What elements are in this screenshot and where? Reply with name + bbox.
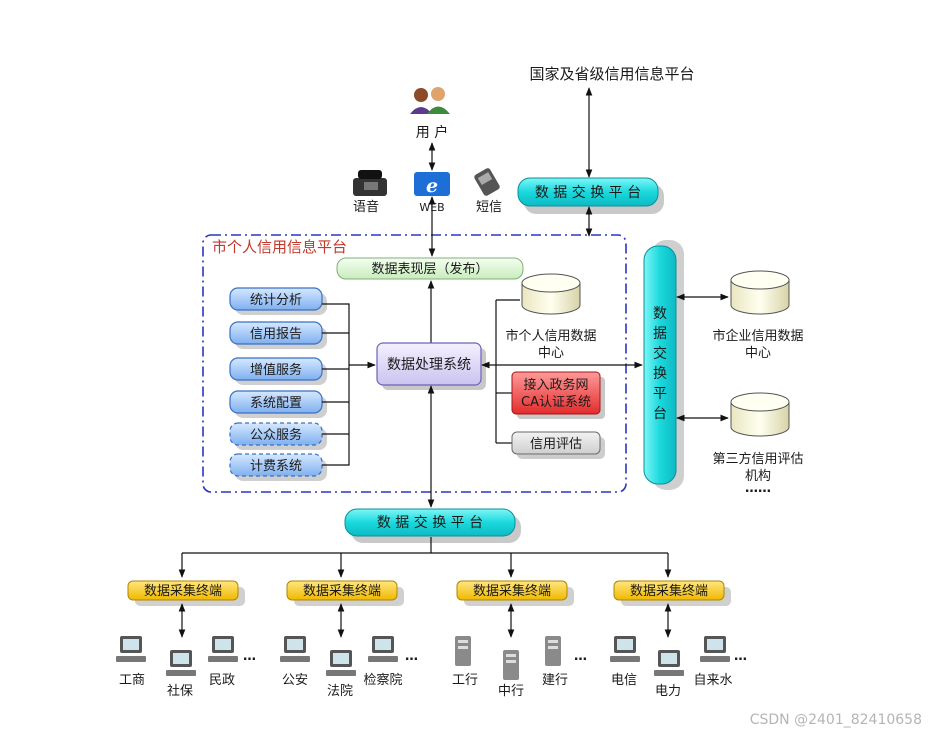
computer-icon-jianchayuan [368,636,398,662]
more-group-1: … [243,649,256,664]
national-platform-label: 国家及省级信用信息平台 [529,65,694,83]
credit-evaluation-label: 信用评估 [530,437,582,452]
computer-icon-shebao [166,650,196,676]
personal-credit-db-icon [521,273,581,315]
terminal-3: 数据采集终端 [456,580,574,606]
computer-icon-gongan [280,636,310,662]
credit-evaluation [511,431,601,455]
computer-icon-dianxin [610,636,640,662]
source-label: 自来水 [693,673,732,688]
module-statistics-label: 统计分析 [250,293,302,308]
third-party-db-icon [730,392,790,437]
enterprise-credit-db-icon [730,270,790,315]
left-modules: 统计分析 信用报告 增值服务 系统配置 公众服务 计费系统 [229,287,327,481]
terminal-2-label: 数据采集终端 [303,583,381,599]
svg-text:e: e [426,175,438,197]
computer-icon-minzheng [208,636,238,662]
exchange-vertical-char-1: 数 [653,306,667,322]
source-label: 社保 [167,683,193,699]
terminal-4-label: 数据采集终端 [630,583,708,599]
source-label: 法院 [327,684,353,699]
computer-icons [116,636,730,680]
watermark: CSDN @2401_82410658 [750,712,922,728]
module-public-service-label: 公众服务 [250,427,302,443]
city-platform-boundary [202,234,627,493]
telephone-icon [353,170,387,196]
voice-label: 语音 [353,199,379,215]
terminal-1: 数据采集终端 [127,580,245,606]
terminal-3-label: 数据采集终端 [473,583,551,599]
exchange-platform-bottom-label: 数 据 交 换 平 台 [377,514,483,531]
city-platform-title: 市个人信用信息平台 [212,238,347,256]
source-label: 工商 [119,673,145,688]
source-label: 公安 [282,673,308,688]
server-icon-jianhang [545,636,561,666]
presentation-layer-label: 数据表现层（发布） [371,261,488,277]
source-label: 工行 [452,673,478,688]
source-label: 民政 [209,673,235,688]
computer-icon-dianli [654,650,684,676]
terminal-2: 数据采集终端 [286,580,404,606]
internal-connectors [495,299,520,444]
data-processing-system-label: 数据处理系统 [387,357,471,373]
personal-credit-center-line2: 中心 [538,346,564,361]
computer-icon-gongshang [116,636,146,662]
ca-line2: CA认证系统 [521,395,591,410]
computer-icon-zilaishui [700,636,730,662]
exchange-vertical-char-4: 换 [653,365,667,382]
distribution-tree [182,537,668,554]
enterprise-center-line2: 中心 [745,346,771,361]
mobile-phone-icon [474,168,500,196]
more-group-3: … [574,649,587,664]
module-system-config-label: 系统配置 [250,396,302,411]
presentation-layer [336,257,524,280]
exchange-vertical-char-3: 交 [653,345,667,362]
exchange-vertical-char-6: 台 [653,406,667,422]
exchange-vertical-char-2: 据 [653,326,667,342]
personal-credit-center-line1: 市个人信用数据 [505,328,596,344]
exchange-platform-top [517,177,659,207]
module-statistics [229,287,323,311]
data-processing-system [376,342,482,386]
terminal-4: 数据采集终端 [613,580,731,606]
web-browser-icon: e [414,172,450,197]
module-billing-label: 计费系统 [250,459,302,474]
user-label: 用 户 [416,124,448,141]
source-label: 建行 [542,673,568,688]
ca-line1: 接入政务网 [523,377,588,393]
server-icon-gonghang [455,636,471,666]
ca-auth-system [511,371,601,415]
source-label: 电信 [611,673,637,688]
server-icon-zhonghang [503,650,519,680]
third-party-line2: 机构 [745,469,771,484]
third-party-line1: 第三方信用评估 [712,451,803,467]
terminal-1-label: 数据采集终端 [144,583,222,599]
more-group-4: … [734,649,747,664]
source-label: 检察院 [363,673,402,688]
exchange-platform-top-label: 数 据 交 换 平 台 [535,184,641,201]
source-label: 电力 [655,684,681,699]
exchange-platform-vertical [643,245,677,485]
users-icon [410,87,450,114]
third-party-ellipsis: …… [745,481,771,496]
module-credit-report-label: 信用报告 [250,327,302,342]
sms-label: 短信 [476,200,502,215]
modules-bracket [322,303,350,466]
exchange-vertical-char-5: 平 [653,386,667,402]
module-value-added-label: 增值服务 [250,362,302,378]
source-label: 中行 [498,684,524,699]
enterprise-center-line1: 市企业信用数据 [712,328,803,344]
more-group-2: … [405,649,418,664]
computer-icon-fayuan [326,650,356,676]
exchange-platform-bottom [344,508,516,537]
